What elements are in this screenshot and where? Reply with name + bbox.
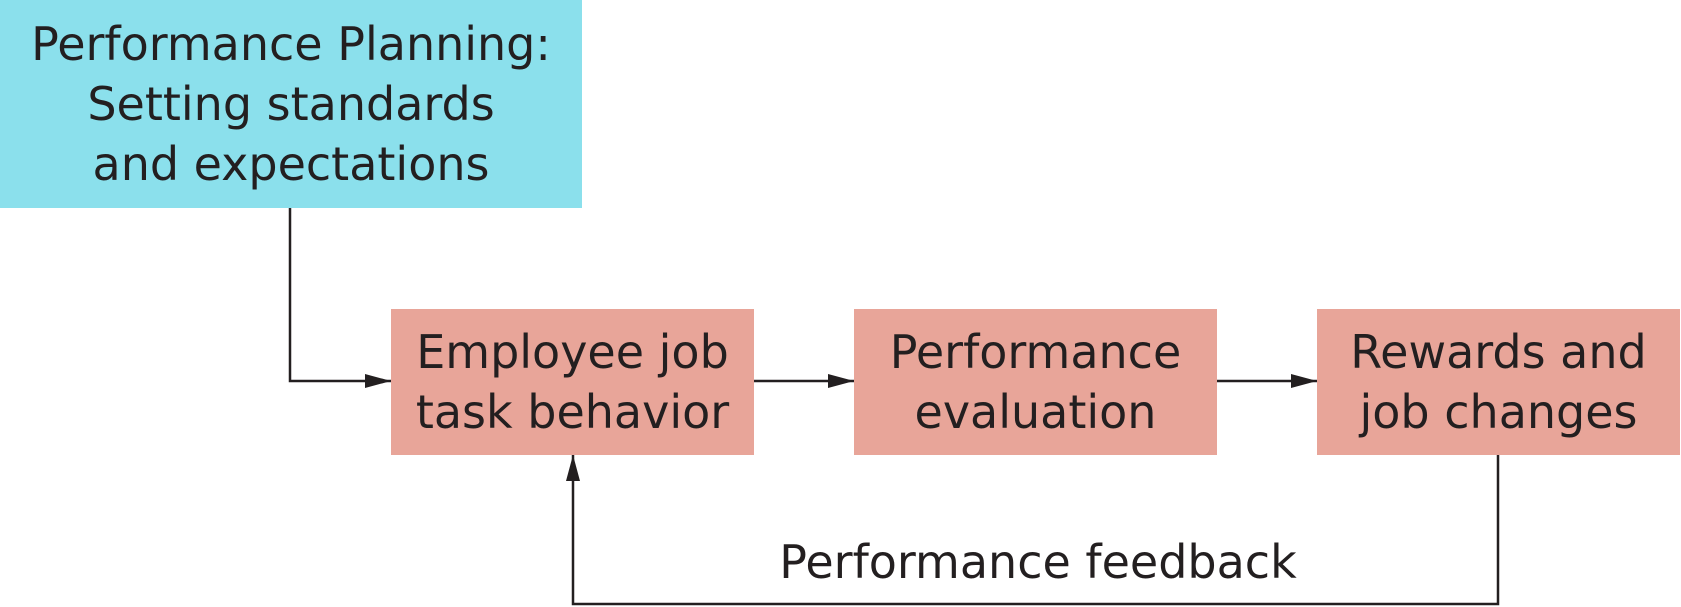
planning-line-2: Setting standards	[87, 77, 495, 131]
employee-behavior-line-2: task behavior	[415, 385, 730, 439]
performance-evaluation-line-1: Performance	[889, 325, 1182, 379]
performance-planning-box: Performance Planning: Setting standards …	[0, 0, 582, 208]
rewards-line-2: job changes	[1359, 385, 1638, 439]
performance-feedback-label: Performance feedback	[779, 535, 1297, 589]
performance-evaluation-line-2: evaluation	[914, 385, 1157, 439]
rewards-line-1: Rewards and	[1350, 325, 1647, 379]
employee-behavior-box: Employee job task behavior	[391, 309, 754, 455]
planning-line-3: and expectations	[92, 137, 490, 191]
employee-behavior-line-1: Employee job	[416, 325, 729, 379]
planning-to-behavior-arrow	[288, 208, 391, 388]
rewards-job-changes-box: Rewards and job changes	[1317, 309, 1680, 455]
feedback-loop-arrow	[566, 455, 1500, 606]
performance-evaluation-box: Performance evaluation	[854, 309, 1217, 455]
planning-line-1: Performance Planning:	[31, 17, 551, 71]
